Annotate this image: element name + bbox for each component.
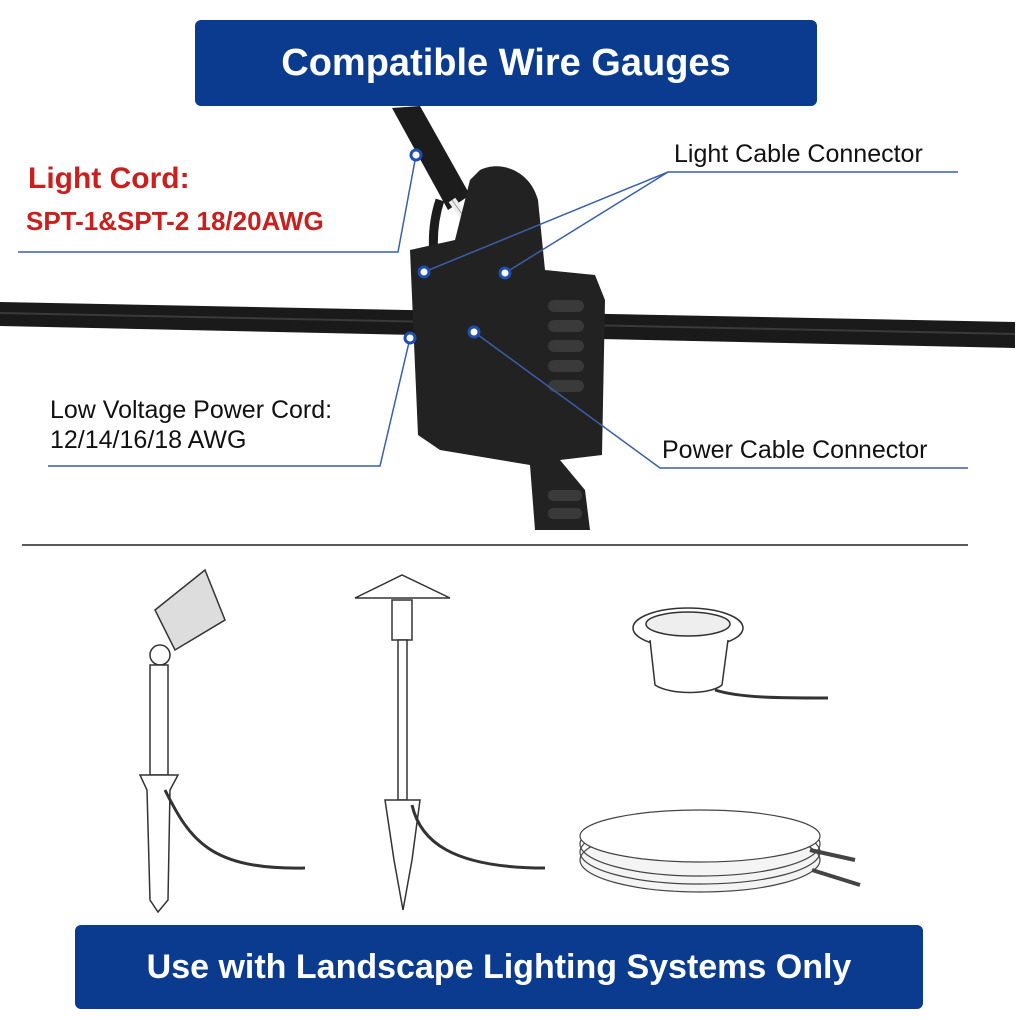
title-banner: Compatible Wire Gauges [195,20,817,106]
footer-banner: Use with Landscape Lighting Systems Only [75,925,923,1009]
path-light-drawing [354,574,546,911]
light-cord-title: Light Cord: [28,162,190,195]
power-cable-connector-label: Power Cable Connector [662,436,928,464]
leader-lines [18,154,968,469]
power-cord-title: Low Voltage Power Cord: [50,396,333,424]
light-cable-connector-label: Light Cable Connector [674,140,923,168]
spotlight-drawing [138,568,306,914]
callout-dots [403,148,512,345]
light-cord-spec: SPT-1&SPT-2 18/20AWG [26,206,324,236]
well-light-drawing [632,607,829,700]
page-title: Compatible Wire Gauges [281,41,731,84]
power-cord-spec: 12/14/16/18 AWG [50,426,247,454]
cable-coil-drawing [579,809,861,893]
footer-title: Use with Landscape Lighting Systems Only [146,947,852,986]
